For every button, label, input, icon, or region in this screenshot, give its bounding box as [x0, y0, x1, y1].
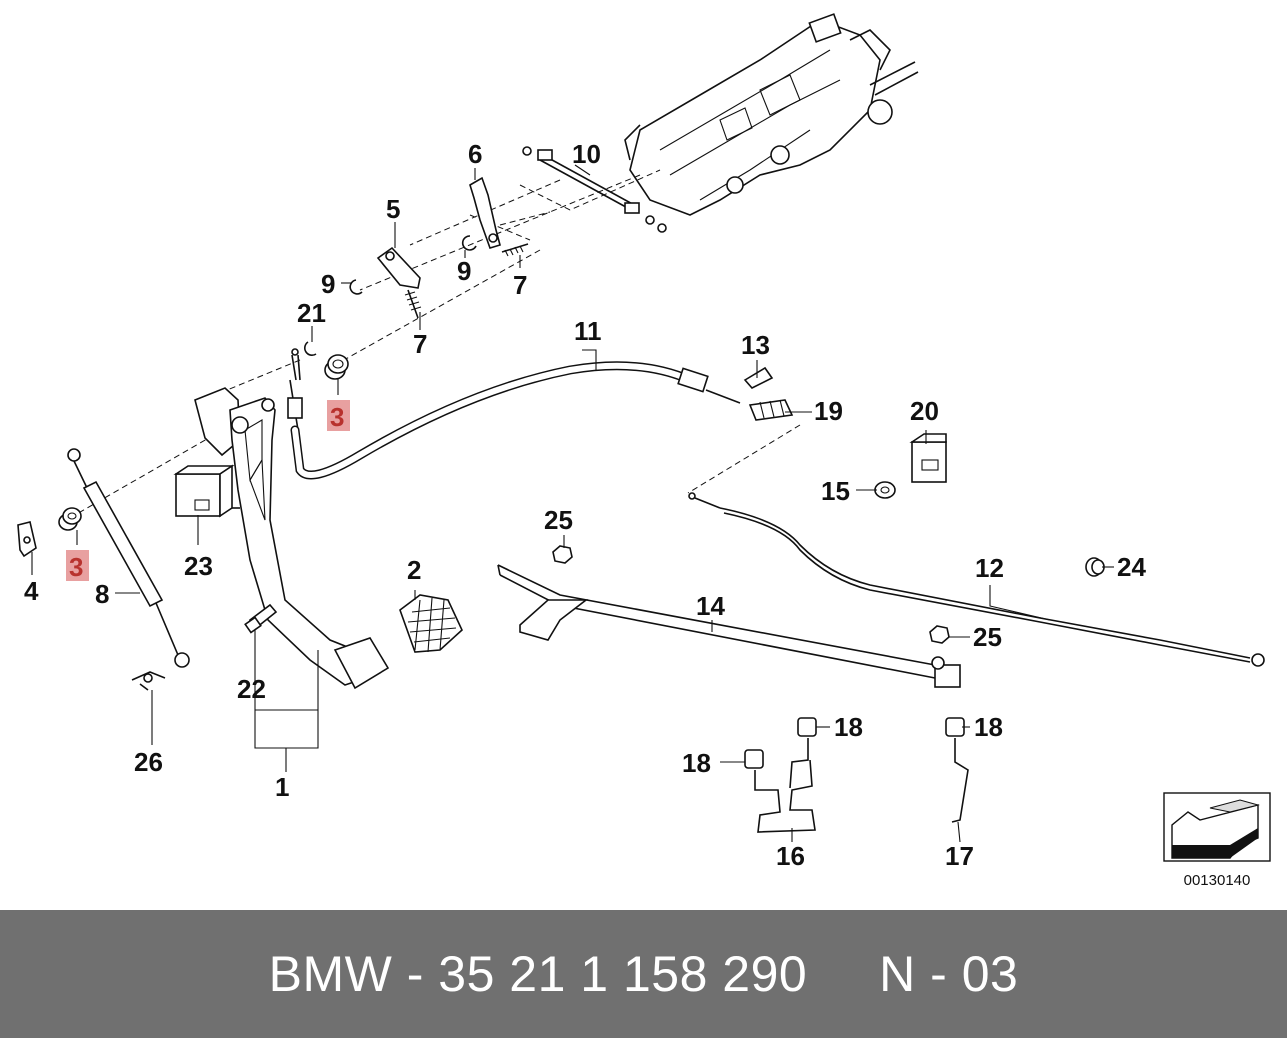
part-2-pedal-pad: [399, 594, 463, 653]
label-26: 26: [134, 747, 163, 777]
label-16: 16: [776, 841, 805, 871]
label-17: 17: [945, 841, 974, 871]
part-24-grommet: [1085, 557, 1105, 577]
part-4-plate: [17, 521, 37, 558]
label-8: 8: [95, 579, 109, 609]
part-20-bracket: [909, 433, 947, 483]
label-7-lower: 7: [413, 329, 427, 359]
part-18-grommet-c: [945, 717, 965, 737]
part-18-grommet-a: [744, 749, 764, 769]
part-11-cable: [290, 361, 741, 480]
part-labels: 1 2 3 3 4 5 6 7 7 8 9 9 10 11 12 13 14 1…: [24, 139, 1146, 871]
part-15-nut: [874, 481, 896, 499]
label-19: 19: [814, 396, 843, 426]
label-18-right: 18: [974, 712, 1003, 742]
label-5: 5: [386, 194, 400, 224]
label-10: 10: [572, 139, 601, 169]
highlight-3-lower: [66, 550, 89, 581]
leader-lines: [31, 164, 1114, 843]
label-24: 24: [1117, 552, 1146, 582]
label-6: 6: [468, 139, 482, 169]
label-23: 23: [184, 551, 213, 581]
label-25-upper: 25: [544, 505, 573, 535]
label-11: 11: [574, 316, 602, 346]
part-8-gas-strut: [67, 448, 190, 668]
label-9-right: 9: [457, 256, 471, 286]
pedal-bracket-assembly: [624, 13, 919, 216]
part-23-switch: [173, 464, 240, 518]
part-26-clip: [131, 671, 166, 691]
part-5-lever: [376, 246, 422, 319]
part-25-nut-a: [552, 545, 573, 564]
part-17-rod: [951, 738, 969, 823]
label-18-left: 18: [682, 748, 711, 778]
label-22: 22: [237, 674, 266, 704]
label-2: 2: [407, 555, 421, 585]
parts-diagram: 1 2 3 3 4 5 6 7 7 8 9 9 10 11 12 13 14 1…: [17, 13, 1271, 889]
footer-bar: BMW - 35 21 1 158 290 N - 03: [0, 910, 1287, 1038]
part-9-clip-upper: [461, 235, 477, 251]
part-13-clip: [743, 366, 774, 389]
label-15: 15: [821, 476, 850, 506]
part-6-lever: [469, 176, 529, 257]
part-3-bushing-lower: [58, 507, 82, 531]
label-1: 1: [275, 772, 289, 802]
part-19-holder: [748, 399, 794, 421]
label-12: 12: [975, 553, 1004, 583]
part-14-tube: [497, 564, 961, 688]
part-16-bracket: [754, 738, 816, 833]
label-21: 21: [297, 298, 326, 328]
part-25-nut-b: [929, 625, 950, 644]
highlight-3-upper: [327, 400, 350, 431]
part-18-grommet-b: [797, 717, 817, 737]
label-14: 14: [696, 591, 725, 621]
label-13: 13: [741, 330, 770, 360]
part-22-bolt: [244, 603, 278, 634]
part-1-pedal: [194, 379, 390, 690]
orientation-box: [1163, 792, 1271, 862]
label-9-left: 9: [321, 269, 335, 299]
arrow-icon: [1171, 799, 1260, 859]
assembly-lines: [74, 169, 801, 516]
label-25-lower: 25: [973, 622, 1002, 652]
part-12-cable: [688, 492, 1265, 667]
label-7-upper: 7: [513, 270, 527, 300]
part-21-clip: [291, 341, 317, 381]
part-number-caption: BMW - 35 21 1 158 290 N - 03: [268, 946, 1019, 1002]
part-10-rod: [522, 146, 667, 233]
part-3-bushing-upper: [324, 354, 349, 380]
label-4: 4: [24, 576, 39, 606]
label-3-upper: 3: [330, 402, 344, 432]
label-18-mid: 18: [834, 712, 863, 742]
diagram-code: 00130140: [1184, 872, 1251, 889]
label-3-lower: 3: [69, 552, 83, 582]
label-20: 20: [910, 396, 939, 426]
part-9-clip-lower: [349, 279, 363, 295]
